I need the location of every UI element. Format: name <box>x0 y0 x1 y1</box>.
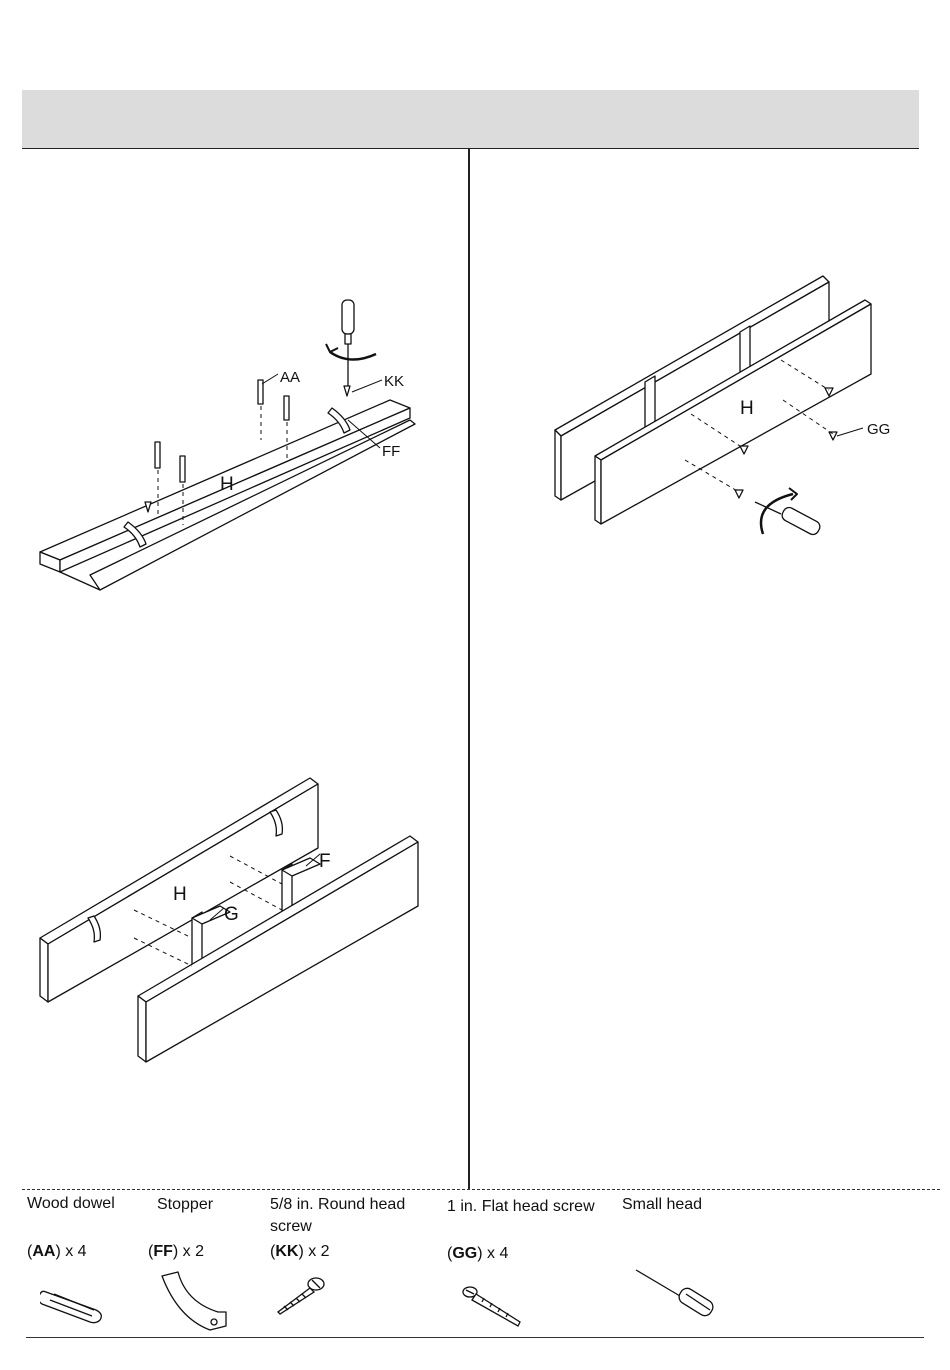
label-kk: KK <box>384 373 404 390</box>
parts-divider <box>22 1189 940 1190</box>
part-qty-ff: (FF) x 2 <box>148 1242 204 1262</box>
bottom-rule <box>26 1337 924 1338</box>
stopper-icon <box>158 1270 234 1336</box>
label-ff: FF <box>382 443 400 460</box>
part-qty-kk: (KK) x 2 <box>270 1242 330 1262</box>
part-qty-gg: (GG) x 4 <box>447 1244 508 1264</box>
wood-dowel-icon <box>40 1278 110 1328</box>
flat-head-screw-icon <box>460 1282 530 1332</box>
figure-step-b: GG H <box>545 270 905 550</box>
column-divider <box>468 149 470 1189</box>
part-name-wood-dowel: Wood dowel <box>27 1193 115 1215</box>
label-aa: AA <box>280 369 300 386</box>
part-name-flat-head-screw: 1 in. Flat head screw <box>447 1196 595 1218</box>
part-qty-aa: (AA) x 4 <box>27 1242 87 1262</box>
label-g: G <box>224 904 239 925</box>
label-h: H <box>173 884 187 905</box>
part-name-small-head: Small head <box>622 1194 702 1216</box>
header-bar <box>22 90 919 149</box>
label-gg: GG <box>867 421 890 438</box>
figure-step-a: AA KK FF H <box>30 290 440 610</box>
label-h: H <box>220 474 234 495</box>
label-h: H <box>740 398 754 419</box>
part-name-round-head-screw: 5/8 in. Round head screw <box>270 1194 420 1238</box>
round-head-screw-icon <box>272 1272 332 1322</box>
part-name-stopper: Stopper <box>157 1194 213 1216</box>
label-f: F <box>319 851 331 872</box>
screwdriver-icon <box>630 1264 722 1330</box>
figure-step-c: H G F <box>30 770 430 1070</box>
